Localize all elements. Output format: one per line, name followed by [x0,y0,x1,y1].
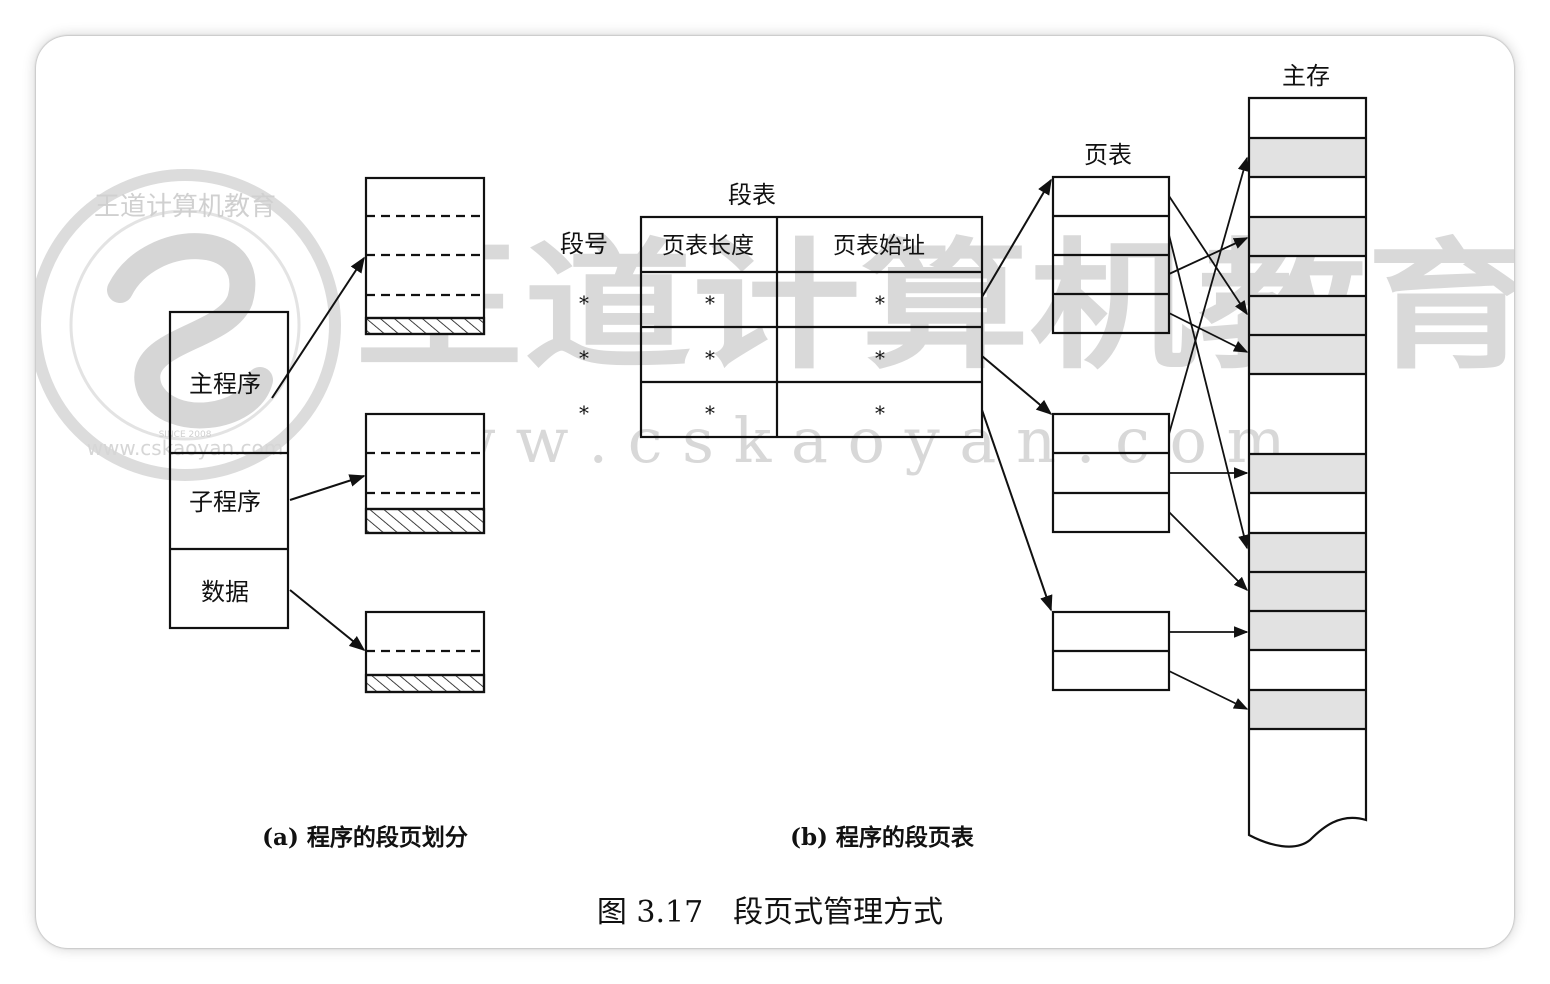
seal-since-text: SINCE 2008 [159,430,212,440]
row3-segno-marker: * [579,401,589,425]
program-box [168,310,290,630]
figure-caption: 图 3.17 段页式管理方式 [597,895,943,930]
sub-segment-pages [364,412,486,535]
segment-table [639,215,984,439]
caption-part-b: (b) 程序的段页表 [790,824,975,851]
row2-length-marker: * [705,346,715,370]
figure-card: 王道计算机教育 www.cskaoyan.com SINCE 2008 王道计算… [36,36,1514,948]
segment-table-to-page-table-arrows [981,178,1053,612]
page-table-sub [1051,412,1171,534]
page-table-title: 页表 [1084,141,1132,169]
main-memory-column [1247,96,1368,848]
row1-length-marker: * [705,291,715,315]
row2-segno-marker: * [579,346,589,370]
seal-arc-text: 王道计算机教育 [94,192,276,222]
segment-table-title: 段表 [728,181,776,209]
row3-length-marker: * [705,401,715,425]
segment-table-markers: * * * * * * * * * [579,291,885,425]
watermark-seal: 王道计算机教育 www.cskaoyan.com SINCE 2008 [36,169,341,481]
page-table-length-header: 页表长度 [662,233,754,259]
segment-arrows [271,256,366,652]
segment-paging-diagram: 王道计算机教育 www.cskaoyan.com SINCE 2008 王道计算… [36,62,1514,930]
caption-part-a: (a) 程序的段页划分 [262,824,468,851]
watermark-url-text: w w w . c s k a o y a n . c o m [370,404,1285,477]
segment-data-label: 数据 [201,578,249,606]
page-table-start-header: 页表始址 [833,233,925,259]
row3-start-marker: * [875,401,885,425]
row1-start-marker: * [875,291,885,315]
data-segment-pages [364,610,486,694]
seal-url-text: www.cskaoyan.com [87,436,284,460]
segment-main-label: 主程序 [189,370,261,398]
program-segments [168,310,290,630]
segment-sub-label: 子程序 [189,488,261,516]
page-table-data [1051,610,1171,692]
main-memory-title: 主存 [1282,62,1330,90]
row1-segno-marker: * [579,291,589,315]
main-segment-pages [364,176,486,336]
segment-number-header: 段号 [560,230,608,258]
page-table-to-memory-arrows [1168,156,1250,710]
row2-start-marker: * [875,346,885,370]
page-table-main [1051,175,1171,335]
